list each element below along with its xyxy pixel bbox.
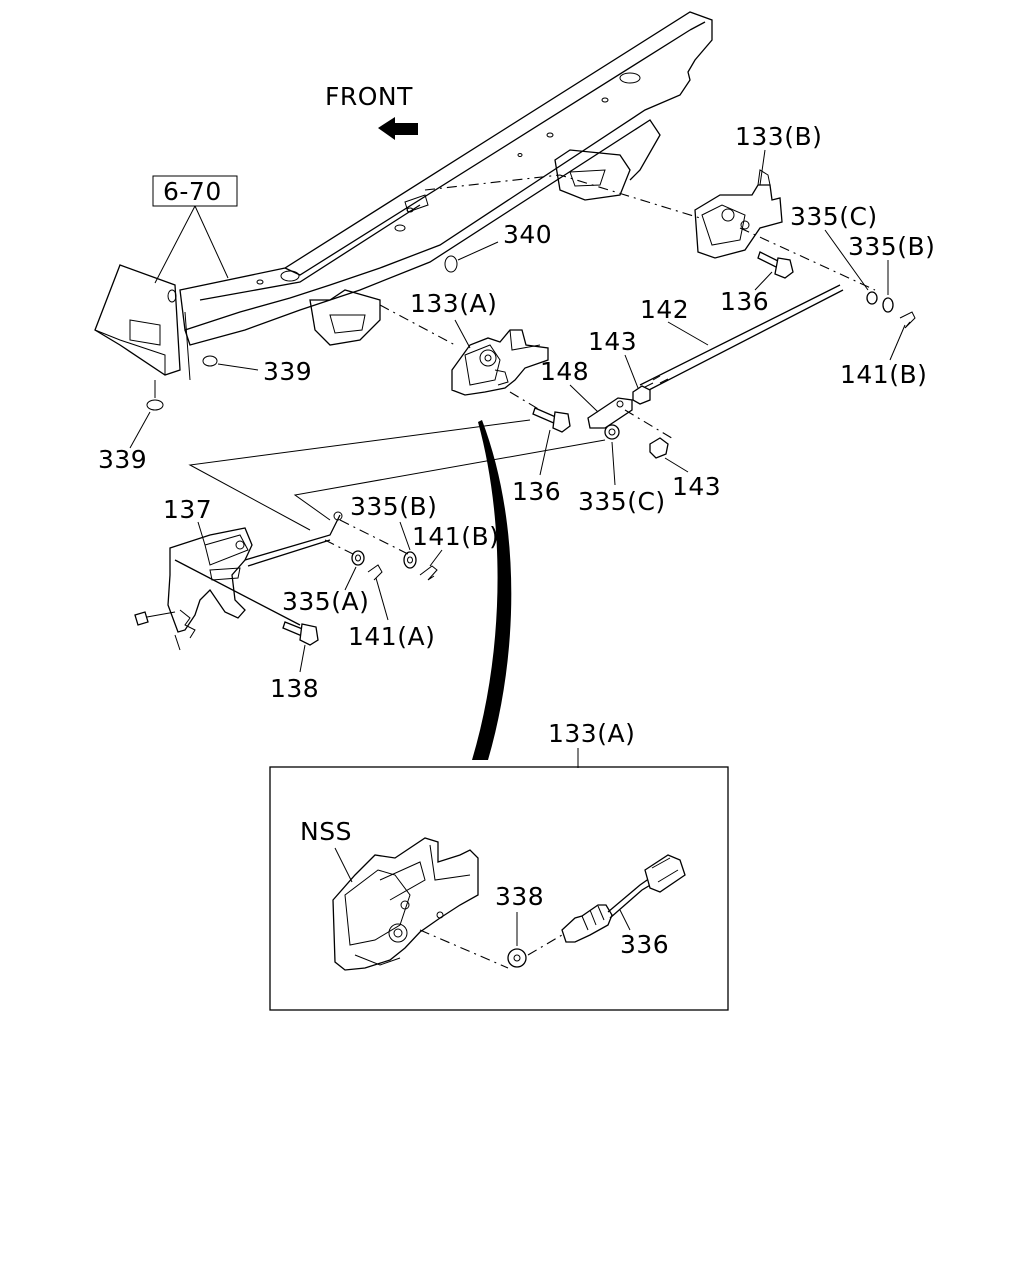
part-142: 142 [639, 284, 844, 393]
part-141b-top: 141(B) [840, 311, 927, 389]
part-141a: 141(A) [348, 564, 435, 651]
detail-133a-label: 133(A) [548, 719, 635, 748]
part-133b: 133(B) [694, 122, 822, 259]
part-133a-label: 133(A) [410, 289, 497, 318]
part-138-label: 138 [270, 674, 319, 703]
reference-6-70-label: 6-70 [163, 177, 222, 206]
part-143-mid-label: 143 [672, 472, 721, 501]
part-335c-top-label: 335(C) [790, 202, 878, 231]
part-136-mid: 136 [512, 407, 571, 506]
part-335b-mid-label: 335(B) [350, 492, 437, 521]
part-336-label: 336 [620, 930, 669, 959]
nss-label: NSS [300, 817, 352, 846]
frame-rail [94, 11, 713, 381]
part-338: 338 [495, 882, 544, 968]
part-141b-mid: 141(B) [412, 522, 499, 581]
part-133a: 133(A) [410, 289, 549, 396]
front-arrow-icon [378, 117, 418, 140]
part-136-mid-label: 136 [512, 477, 561, 506]
part-335b-mid: 335(B) [350, 492, 437, 569]
reference-6-70: 6-70 [152, 175, 238, 284]
part-335c-mid: 335(C) [578, 424, 666, 516]
part-137-label: 137 [163, 495, 212, 524]
detail-callout-arrow [472, 420, 512, 760]
part-335a-label: 335(A) [282, 587, 369, 616]
part-335b-top-label: 335(B) [848, 232, 935, 261]
part-137: 137 [134, 495, 343, 651]
part-142-label: 142 [640, 295, 689, 324]
part-335b-top: 335(B) [848, 232, 935, 313]
part-335a: 335(A) [282, 550, 369, 616]
part-340-label: 340 [503, 220, 552, 249]
part-nss: NSS [300, 817, 479, 971]
part-335c-mid-label: 335(C) [578, 487, 666, 516]
part-141a-label: 141(A) [348, 622, 435, 651]
part-340: 340 [444, 220, 552, 273]
part-335c-top: 335(C) [790, 202, 878, 305]
part-338-label: 338 [495, 882, 544, 911]
part-143-top-label: 143 [588, 327, 637, 356]
part-339-left-label: 339 [98, 445, 147, 474]
front-label: FRONT [325, 82, 413, 111]
part-136-top-label: 136 [720, 287, 769, 316]
part-138: 138 [270, 621, 319, 703]
part-339-mid: 339 [202, 355, 312, 386]
part-143-mid: 143 [649, 437, 721, 501]
front-indicator: FRONT [325, 82, 418, 140]
part-148: 148 [540, 357, 633, 429]
part-336: 336 [561, 854, 686, 959]
part-339-mid-label: 339 [263, 357, 312, 386]
part-339-left: 339 [98, 380, 164, 474]
detail-box-133a: 133(A) NSS 338 [269, 719, 729, 1011]
part-141b-top-label: 141(B) [840, 360, 927, 389]
part-143-top: 143 [588, 327, 651, 405]
part-133b-label: 133(B) [735, 122, 822, 151]
part-136-top: 136 [720, 251, 794, 316]
part-148-label: 148 [540, 357, 589, 386]
part-141b-mid-label: 141(B) [412, 522, 499, 551]
